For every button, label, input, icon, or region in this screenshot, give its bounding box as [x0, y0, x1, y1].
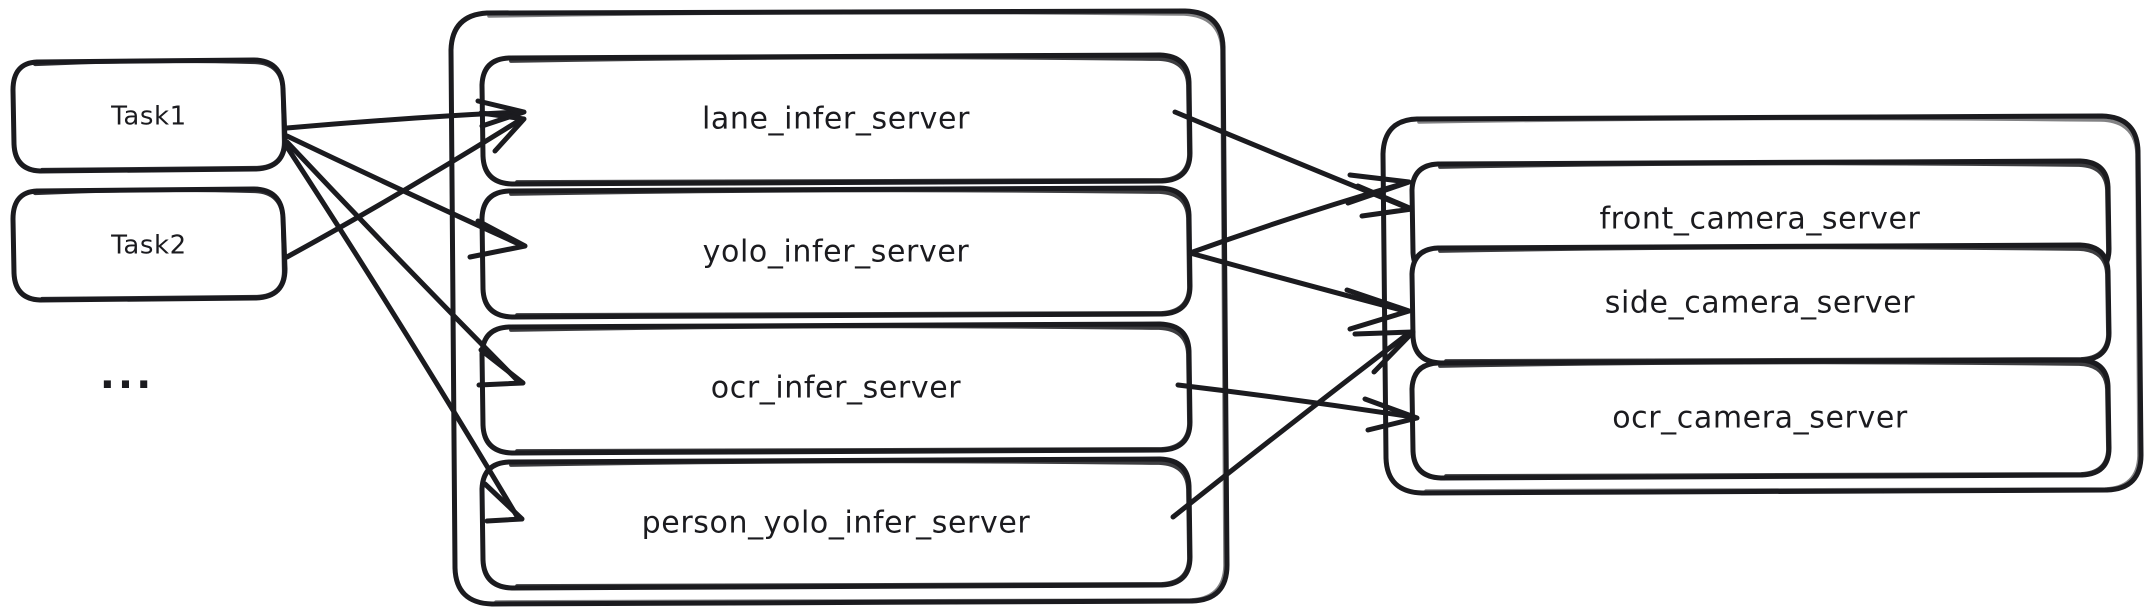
edge-lane-front-camera-server — [1172, 109, 1415, 219]
node-ocr-infer-server[interactable]: ocr_infer_server — [479, 321, 1193, 456]
node-yolo-infer-server[interactable]: yolo_infer_server — [479, 185, 1193, 320]
lane-infer-server-label: lane_infer_server — [702, 102, 970, 137]
person-yolo-infer-server-label: person_yolo_infer_server — [642, 506, 1031, 541]
side-camera-server-label: side_camera_server — [1605, 286, 1916, 321]
edge-ocr-ocr-camera-server — [1175, 382, 1420, 433]
task1-label: Task1 — [110, 102, 187, 132]
camera-server-group: front_camera_server side_camera_server o… — [1380, 113, 2144, 496]
ocr-camera-server-label: ocr_camera_server — [1612, 401, 1908, 436]
yolo-infer-server-label: yolo_infer_server — [703, 235, 970, 270]
node-side-camera-server[interactable]: side_camera_server — [1409, 242, 2112, 366]
edge-task1-person-yolo-infer-server — [284, 144, 525, 524]
edges-infer-to-camera — [1170, 109, 1420, 520]
edge-task2-lane-infer-server — [284, 110, 527, 260]
tasks-column: Task1 Task2 ... — [10, 57, 288, 398]
node-task2[interactable]: Task2 — [10, 186, 288, 303]
ocr-infer-server-label: ocr_infer_server — [711, 371, 962, 406]
node-lane-infer-server[interactable]: lane_infer_server — [479, 52, 1193, 187]
edge-person-yolo-side-camera-server — [1170, 329, 1416, 520]
tasks-ellipsis: ... — [100, 352, 155, 398]
edges-task-to-infer — [284, 98, 528, 524]
edge-yolo-front-camera-server — [1187, 172, 1412, 256]
node-person-yolo-infer-server[interactable]: person_yolo_infer_server — [479, 456, 1193, 591]
front-camera-server-label: front_camera_server — [1599, 202, 1920, 237]
edge-yolo-side-camera-server — [1187, 250, 1412, 332]
edge-task1-ocr-infer-server — [284, 139, 526, 388]
infer-server-group: lane_infer_server yolo_infer_server ocr_… — [448, 8, 1230, 607]
node-ocr-camera-server[interactable]: ocr_camera_server — [1409, 357, 2112, 481]
node-task1[interactable]: Task1 — [10, 57, 288, 174]
task2-label: Task2 — [110, 231, 187, 261]
